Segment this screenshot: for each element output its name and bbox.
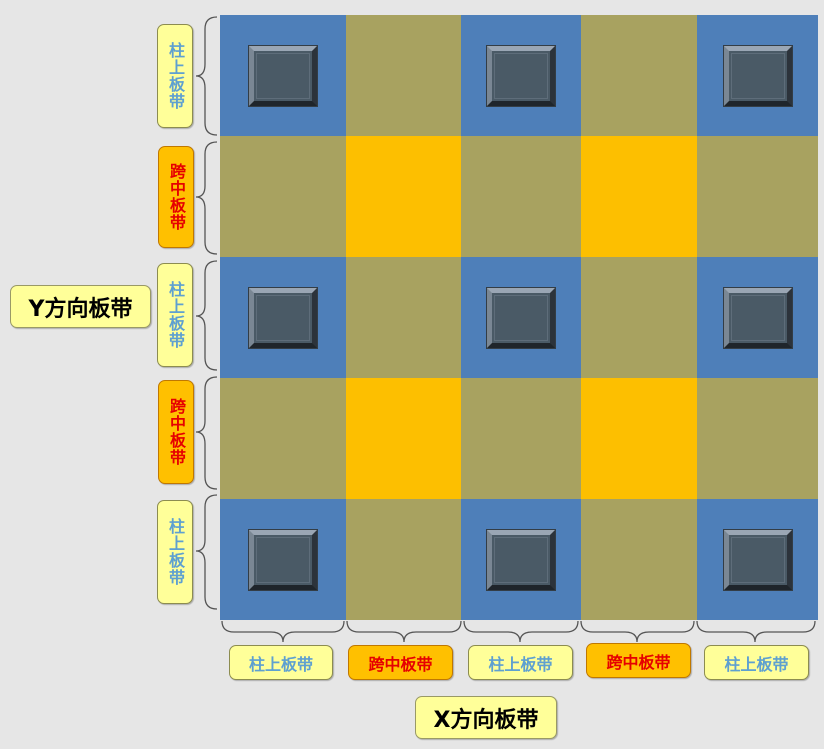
- column-section-icon: [249, 529, 317, 590]
- slab-strip-grid: [220, 15, 818, 620]
- middle-zone-r4-c3: [461, 378, 581, 499]
- column-section-icon: [487, 287, 555, 348]
- y-direction-title: Y方向板带: [10, 285, 151, 328]
- middle-zone-r2-c3: [461, 136, 581, 257]
- middle-zone-r1-c2: [346, 15, 461, 136]
- cross-zone-r4-c2: [346, 378, 461, 499]
- x-strip-label-4: 跨中板带: [586, 643, 691, 678]
- y-strip-label-5: 柱上板带: [157, 500, 193, 604]
- column-zone-r3-c3: [461, 257, 581, 378]
- column-section-icon: [249, 287, 317, 348]
- column-zone-r1-c3: [461, 15, 581, 136]
- curly-brace-icon: [195, 141, 218, 255]
- middle-zone-r2-c5: [697, 136, 818, 257]
- curly-brace-icon: [696, 620, 816, 643]
- cross-zone-r2-c2: [346, 136, 461, 257]
- middle-zone-r3-c4: [581, 257, 697, 378]
- y-strip-label-4: 跨中板带: [158, 380, 194, 484]
- middle-zone-r4-c1: [220, 378, 346, 499]
- column-section-icon: [723, 45, 792, 106]
- column-zone-r5-c3: [461, 499, 581, 620]
- middle-zone-r5-c2: [346, 499, 461, 620]
- x-strip-label-2: 跨中板带: [348, 645, 453, 680]
- curly-brace-icon: [221, 620, 345, 643]
- x-direction-title: X方向板带: [415, 696, 557, 739]
- column-zone-r1-c1: [220, 15, 346, 136]
- curly-brace-icon: [195, 16, 218, 136]
- column-zone-r1-c5: [697, 15, 818, 136]
- column-zone-r5-c1: [220, 499, 346, 620]
- column-section-icon: [487, 45, 555, 106]
- curly-brace-icon: [195, 260, 218, 371]
- y-strip-label-3: 柱上板带: [157, 263, 193, 367]
- column-section-icon: [723, 529, 792, 590]
- cross-zone-r4-c4: [581, 378, 697, 499]
- column-zone-r3-c1: [220, 257, 346, 378]
- x-strip-label-3: 柱上板带: [468, 645, 573, 680]
- curly-brace-icon: [463, 620, 579, 643]
- column-section-icon: [249, 45, 317, 106]
- middle-zone-r1-c4: [581, 15, 697, 136]
- x-strip-label-5: 柱上板带: [704, 645, 809, 680]
- x-strip-label-1: 柱上板带: [229, 645, 333, 680]
- column-section-icon: [723, 287, 792, 348]
- middle-zone-r3-c2: [346, 257, 461, 378]
- column-zone-r5-c5: [697, 499, 818, 620]
- middle-zone-r2-c1: [220, 136, 346, 257]
- cross-zone-r2-c4: [581, 136, 697, 257]
- middle-zone-r4-c5: [697, 378, 818, 499]
- column-section-icon: [487, 529, 555, 590]
- curly-brace-icon: [195, 494, 218, 610]
- curly-brace-icon: [580, 620, 695, 643]
- middle-zone-r5-c4: [581, 499, 697, 620]
- curly-brace-icon: [195, 376, 218, 490]
- column-zone-r3-c5: [697, 257, 818, 378]
- y-strip-label-1: 柱上板带: [157, 24, 193, 128]
- y-strip-label-2: 跨中板带: [158, 146, 194, 248]
- curly-brace-icon: [346, 620, 462, 643]
